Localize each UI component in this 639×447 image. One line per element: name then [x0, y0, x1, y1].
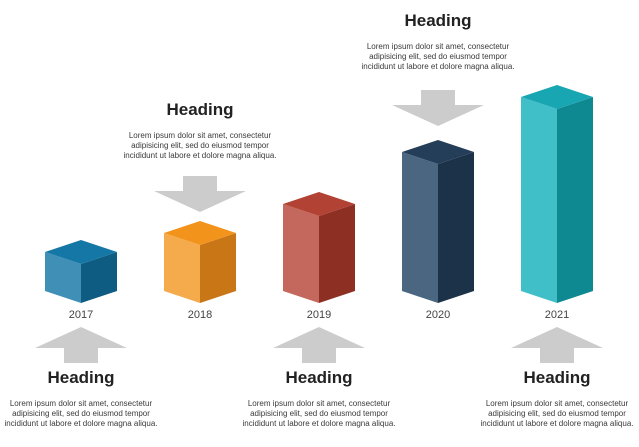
- bar-right-face: [200, 233, 236, 303]
- bar-top-face: [283, 192, 355, 216]
- description-text: Lorem ipsum dolor sit amet, consectetur …: [123, 131, 277, 160]
- bar-top-face: [521, 85, 593, 109]
- year-label: 2017: [68, 309, 94, 321]
- year-label: 2021: [544, 309, 570, 321]
- heading-label: Heading: [285, 368, 353, 387]
- heading-label: Heading: [47, 368, 115, 387]
- description-text: Lorem ipsum dolor sit amet, consectetur …: [361, 42, 515, 71]
- heading-label: Heading: [166, 100, 234, 119]
- description-text: Lorem ipsum dolor sit amet, consectetur …: [480, 399, 634, 428]
- bar-right-face: [81, 252, 117, 303]
- bar-right-face: [319, 204, 355, 303]
- arrow-up-icon: [273, 327, 365, 363]
- year-label: 2020: [425, 309, 451, 321]
- bar-top-face: [164, 221, 236, 245]
- bar-left-face: [283, 204, 319, 303]
- bar-right-face: [557, 97, 593, 303]
- bar-top-face: [402, 140, 474, 164]
- arrow-up-icon: [35, 327, 127, 363]
- bar-left-face: [45, 252, 81, 303]
- arrow-down-icon: [154, 176, 246, 212]
- year-label: 2019: [306, 309, 332, 321]
- bar-left-face: [164, 233, 200, 303]
- bar-left-face: [402, 152, 438, 303]
- arrow-up-icon: [511, 327, 603, 363]
- bar-left-face: [521, 97, 557, 303]
- bar-top-face: [45, 240, 117, 264]
- heading-label: Heading: [404, 11, 472, 30]
- heading-label: Heading: [523, 368, 591, 387]
- year-label: 2018: [187, 309, 213, 321]
- arrow-down-icon: [392, 90, 484, 126]
- description-text: Lorem ipsum dolor sit amet, consectetur …: [242, 399, 396, 428]
- description-text: Lorem ipsum dolor sit amet, consectetur …: [4, 399, 158, 428]
- bar-right-face: [438, 152, 474, 303]
